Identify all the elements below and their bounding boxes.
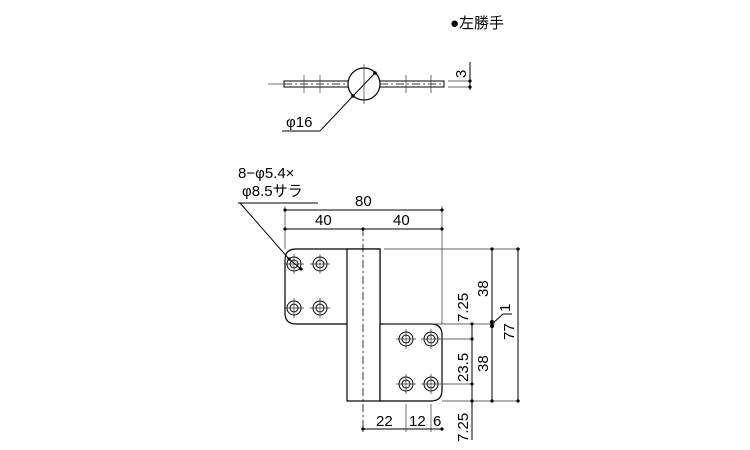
holes [284,254,441,394]
dim-6: 6 [433,413,441,430]
dim-22: 22 [376,413,393,430]
dim-7-25-bottom: 7.25 [455,413,472,442]
dim-12: 12 [409,413,426,430]
dim-40-right: 40 [393,212,410,229]
hole-note-line2: φ8.5サラ [242,183,303,200]
dim-7-25-top: 7.25 [455,293,472,322]
dim-40-left: 40 [315,212,332,229]
dim-38-upper: 38 [475,280,492,297]
diameter-label: φ16 [286,114,312,131]
dim-38-lower: 38 [475,355,492,372]
dim-80: 80 [355,193,372,210]
front-view: 8−φ5.4× φ8.5サラ 80 40 40 7.25 23.5 7.25 3… [238,165,520,442]
thickness-label: 3 [453,70,470,78]
dim-1: 1 [497,304,514,312]
dim-23-5: 23.5 [455,353,472,382]
hole-note-line1: 8−φ5.4× [238,165,294,182]
top-view: φ16 3 [268,62,472,132]
title: ●左勝手 [450,15,504,32]
dim-77: 77 [501,323,518,340]
